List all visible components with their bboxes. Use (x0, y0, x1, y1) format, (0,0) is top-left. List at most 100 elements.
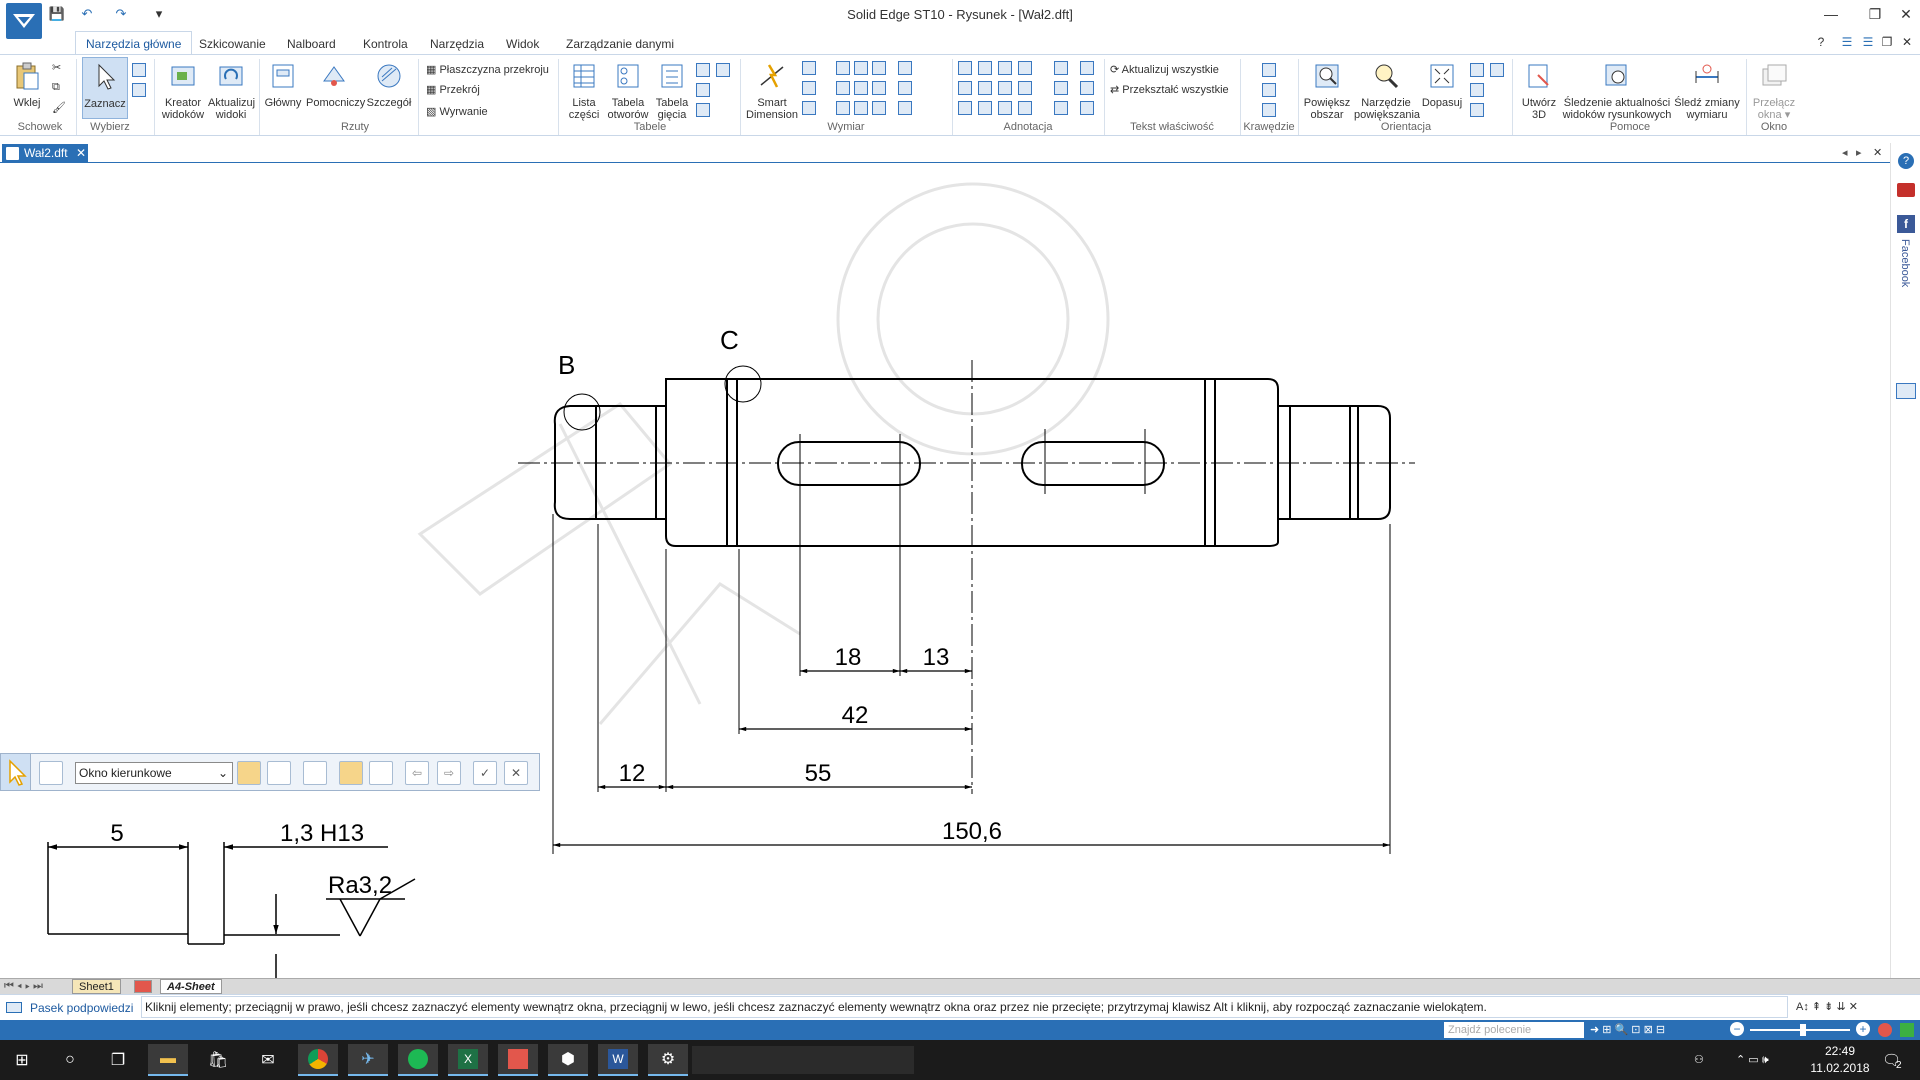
annot-tool-icon[interactable] (1080, 101, 1094, 115)
tab-close-icon[interactable]: ✕ (1873, 147, 1883, 159)
annot-tool-icon[interactable] (978, 81, 992, 95)
dim-tool-icon[interactable] (836, 101, 850, 115)
parts-list-button[interactable]: Lista części (564, 61, 604, 121)
dim-tool-icon[interactable] (854, 101, 868, 115)
restore-icon[interactable]: ❐ (1868, 6, 1882, 22)
facebook-label[interactable]: Facebook (1899, 239, 1911, 288)
selection-options-icon[interactable] (39, 761, 63, 785)
zoom-slider-thumb[interactable] (1800, 1024, 1806, 1036)
create-3d-button[interactable]: Utwórz 3D (1516, 61, 1562, 121)
table-tool-4-icon[interactable] (696, 103, 710, 117)
prompt-bar-label[interactable]: Pasek podpowiedzi (30, 1001, 134, 1015)
view-tool-icon[interactable] (1470, 83, 1484, 97)
doc-close-icon[interactable]: ✕ (1901, 35, 1913, 49)
chrome-icon[interactable] (298, 1044, 338, 1076)
tab-nalboard[interactable]: Nalboard (287, 37, 336, 51)
notifications-icon[interactable]: 🗨 (1882, 1052, 1902, 1069)
format-painter-icon[interactable]: 🖌 (52, 102, 66, 114)
view-tool-icon[interactable] (1490, 63, 1504, 77)
tab-home[interactable]: Narzędzia główne (75, 31, 193, 56)
dim-tool-icon[interactable] (898, 101, 912, 115)
record-icon[interactable] (1878, 1023, 1892, 1037)
next-icon[interactable]: ⇨ (437, 761, 461, 785)
select-mode-icon[interactable] (132, 63, 146, 77)
close-icon[interactable]: ✕ (1900, 6, 1912, 22)
tab-view[interactable]: Widok (506, 37, 540, 51)
select-filter-icon[interactable] (132, 83, 146, 97)
section-plane-button[interactable]: ▦ Płaszczyzna przekroju (426, 63, 549, 76)
tab-scroll-left-icon[interactable]: ◂ (1842, 147, 1848, 159)
acrobat-icon[interactable] (498, 1044, 538, 1076)
annot-tool-icon[interactable] (958, 101, 972, 115)
text-tool-icon[interactable] (1018, 81, 1032, 95)
facebook-icon[interactable]: f (1897, 215, 1915, 233)
select-option-3-icon[interactable] (303, 761, 327, 785)
select-option-1-icon[interactable] (237, 761, 261, 785)
youtube-icon[interactable] (1897, 183, 1915, 197)
excel-icon[interactable]: X (448, 1044, 488, 1076)
convert-all-button[interactable]: ⇄ Przekształć wszystkie (1110, 83, 1229, 96)
sheet-tab-1[interactable]: Sheet1 (72, 979, 121, 994)
annot-tool-icon[interactable] (1080, 81, 1094, 95)
table-tool-2-icon[interactable] (716, 63, 730, 77)
annot-tool-icon[interactable] (1054, 61, 1068, 75)
annot-tool-icon[interactable] (1018, 61, 1032, 75)
annot-tool-icon[interactable] (958, 81, 972, 95)
file-explorer-icon[interactable]: ▬ (148, 1044, 188, 1076)
smart-dimension-button[interactable]: Smart Dimension (744, 61, 800, 121)
tab-inspect[interactable]: Kontrola (363, 37, 408, 51)
track-views-button[interactable]: Śledzenie aktualności widoków rysunkowyc… (1562, 61, 1672, 121)
document-tab-close-icon[interactable]: ✕ (76, 146, 87, 160)
break-out-button[interactable]: ▧ Wyrwanie (426, 105, 488, 118)
dim-tool-icon[interactable] (836, 61, 850, 75)
selection-mode-dropdown[interactable]: Okno kierunkowe ⌄ (75, 762, 233, 784)
accept-icon[interactable]: ✓ (473, 761, 497, 785)
app-taskbar-icon[interactable]: ⚙ (648, 1044, 688, 1076)
select-window-icon[interactable] (339, 761, 363, 785)
zoom-in-icon[interactable]: + (1856, 1022, 1870, 1036)
detail-label-c[interactable]: C (720, 325, 739, 355)
sheet-tab-a4[interactable]: A4-Sheet (160, 979, 222, 994)
annot-tool-icon[interactable] (958, 61, 972, 75)
save-icon[interactable]: 💾 (48, 6, 66, 21)
tray-icons[interactable]: ⌃ ▭ 🕪 (1736, 1054, 1769, 1066)
detail-circle-c[interactable] (724, 365, 762, 403)
tab-data-management[interactable]: Zarządzanie danymi (566, 37, 675, 51)
annot-tool-icon[interactable] (1080, 61, 1094, 75)
mail-icon[interactable]: ✉ (261, 1052, 275, 1069)
dimension-groove-tolerance[interactable]: 1,3 H13 (280, 820, 364, 847)
detail-label-b[interactable]: B (558, 350, 575, 380)
windows-start-icon[interactable]: ⊞ (15, 1052, 29, 1069)
copy-icon[interactable]: ⧉ (52, 81, 60, 93)
clock-time[interactable]: 22:49 (1824, 1044, 1856, 1058)
dimension-55[interactable]: 55 (805, 760, 832, 787)
dim-tool-icon[interactable] (872, 61, 886, 75)
drawing-canvas[interactable]: B C 18 13 42 12 55 150,6 (0, 164, 1890, 978)
paste-button[interactable]: Wklej (8, 61, 46, 109)
undo-icon[interactable]: ↶ (81, 6, 93, 21)
command-search-input[interactable]: Znajdź polecenie (1444, 1022, 1584, 1038)
update-all-button[interactable]: ⟳ Aktualizuj wszystkie (1110, 63, 1219, 76)
task-view-icon[interactable]: ❐ (110, 1052, 126, 1069)
virtualbox-icon[interactable]: ⬢ (548, 1044, 588, 1076)
store-icon[interactable]: 🛍 (207, 1052, 229, 1069)
edge-tool-icon[interactable] (1262, 103, 1276, 117)
view-tool-icon[interactable] (1470, 63, 1484, 77)
zoom-area-button[interactable]: Powiększ obszar (1302, 61, 1352, 121)
edge-tool-icon[interactable] (1262, 63, 1276, 77)
section-button[interactable]: ▦ Przekrój (426, 83, 480, 96)
dim-tool-icon[interactable] (854, 61, 868, 75)
cut-icon[interactable]: ✂ (52, 62, 62, 74)
select-button[interactable]: Zaznacz (82, 57, 128, 119)
side-panel-icon[interactable] (1896, 383, 1916, 399)
status-tools-icons[interactable]: A↕ ⇞ ⇟ ⇊ ✕ (1796, 1001, 1858, 1013)
annot-tool-icon[interactable] (998, 101, 1012, 115)
select-window-2-icon[interactable] (369, 761, 393, 785)
tab-sketching[interactable]: Szkicowanie (199, 37, 266, 51)
people-icon[interactable]: ⚇ (1694, 1054, 1704, 1066)
view-wizard-button[interactable]: Kreator widoków (160, 61, 206, 121)
dimension-42[interactable]: 42 (842, 702, 869, 729)
auxiliary-view-button[interactable]: Pomocniczy (306, 61, 365, 109)
tab-scroll-right-icon[interactable]: ▸ (1856, 147, 1862, 159)
track-dimension-button[interactable]: Śledź zmiany wymiaru (1674, 61, 1740, 121)
